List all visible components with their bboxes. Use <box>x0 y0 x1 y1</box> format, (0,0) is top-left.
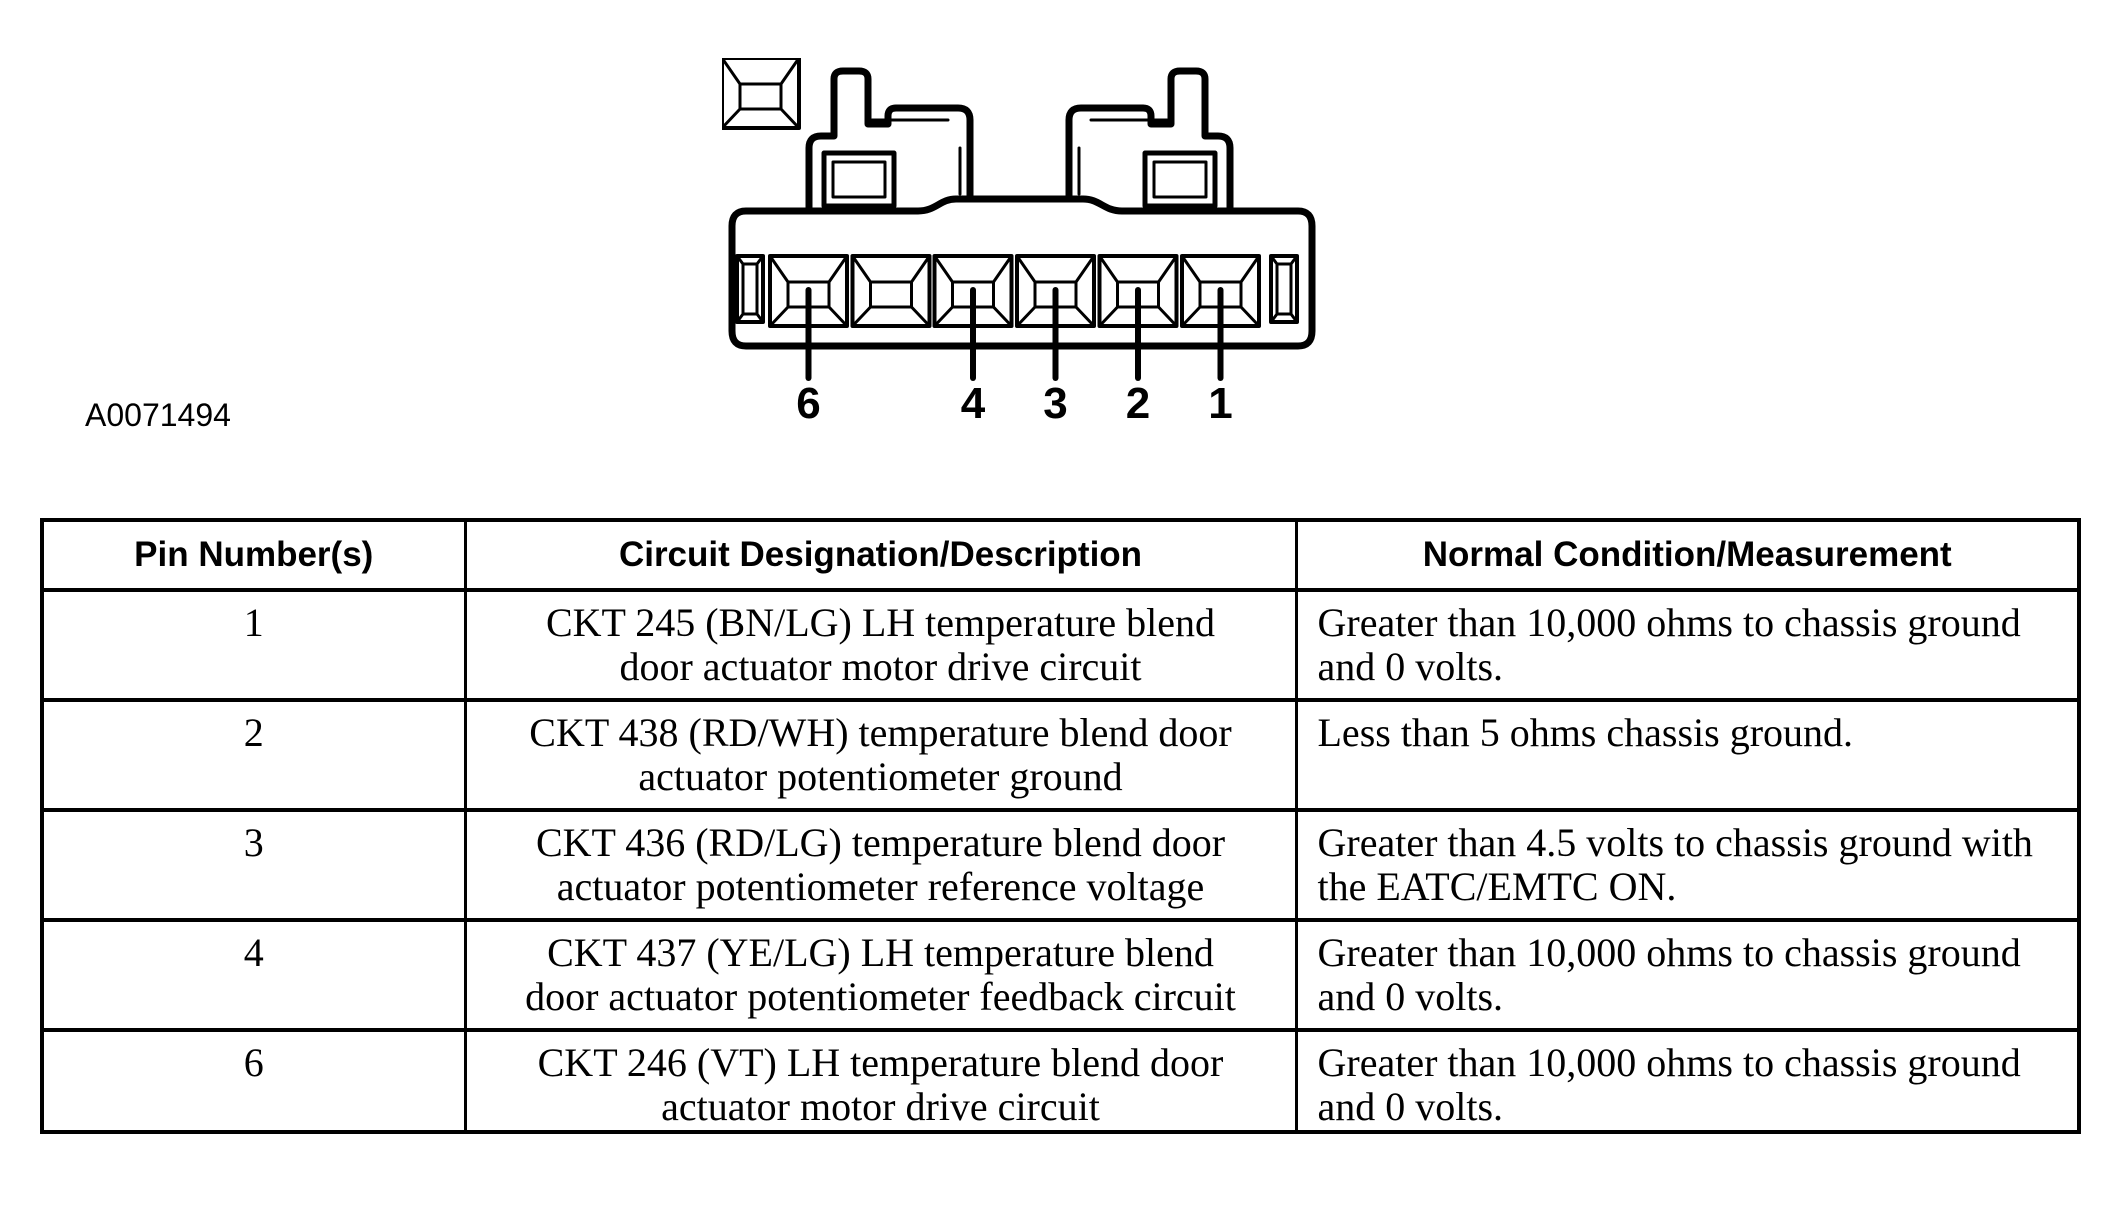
cell-pin: 4 <box>40 918 467 1032</box>
table-row: 3 CKT 436 (RD/LG) temperature blend door… <box>40 808 2081 922</box>
table-row: 4 CKT 437 (YE/LG) LH temperature blend d… <box>40 918 2081 1032</box>
cell-condition: Greater than 10,000 ohms to chassis grou… <box>1294 918 2081 1032</box>
cell-circuit: CKT 245 (BN/LG) LH temperature blend doo… <box>463 588 1298 702</box>
latch-tab <box>1069 71 1230 211</box>
pin-label-4: 4 <box>961 379 986 428</box>
cell-condition: Greater than 10,000 ohms to chassis grou… <box>1294 588 2081 702</box>
end-slot-right <box>1269 254 1299 324</box>
cell-circuit: CKT 438 (RD/WH) temperature blend door a… <box>463 698 1298 812</box>
terminal-cavity <box>722 58 801 130</box>
header-circuit: Circuit Designation/Description <box>463 518 1298 592</box>
cell-condition: Greater than 4.5 volts to chassis ground… <box>1294 808 2081 922</box>
latch-tab <box>805 67 974 215</box>
header-pin-number: Pin Number(s) <box>40 518 467 592</box>
table-row: 6 CKT 246 (VT) LH temperature blend door… <box>40 1028 2081 1134</box>
figure-code-label: A0071494 <box>85 397 231 433</box>
cell-pin: 2 <box>40 698 467 812</box>
cell-condition: Greater than 10,000 ohms to chassis grou… <box>1294 1028 2081 1134</box>
pin-label-6: 6 <box>796 379 820 428</box>
pinout-table: Pin Number(s) Circuit Designation/Descri… <box>40 518 2081 1134</box>
table-row: 1 CKT 245 (BN/LG) LH temperature blend d… <box>40 588 2081 702</box>
cell-pin: 6 <box>40 1028 467 1134</box>
cell-circuit: CKT 436 (RD/LG) temperature blend door a… <box>463 808 1298 922</box>
connector-diagram: 6 4 3 2 1 <box>722 58 1322 430</box>
cell-pin: 3 <box>40 808 467 922</box>
latch-window <box>821 150 897 209</box>
cell-circuit: CKT 246 (VT) LH temperature blend door a… <box>463 1028 1298 1134</box>
cell-condition: Less than 5 ohms chassis ground. <box>1294 698 2081 812</box>
pin-label-3: 3 <box>1043 379 1067 428</box>
end-slot-left <box>735 254 765 324</box>
table-row: 2 CKT 438 (RD/WH) temperature blend door… <box>40 698 2081 812</box>
cell-circuit: CKT 437 (YE/LG) LH temperature blend doo… <box>463 918 1298 1032</box>
pin-label-2: 2 <box>1126 379 1150 428</box>
pin-label-1: 1 <box>1208 379 1232 428</box>
cell-pin: 1 <box>40 588 467 702</box>
pin-leader-lines <box>805 287 1224 381</box>
header-condition: Normal Condition/Measurement <box>1294 518 2081 592</box>
table-header-row: Pin Number(s) Circuit Designation/Descri… <box>40 518 2081 592</box>
connector-body <box>728 195 1316 350</box>
